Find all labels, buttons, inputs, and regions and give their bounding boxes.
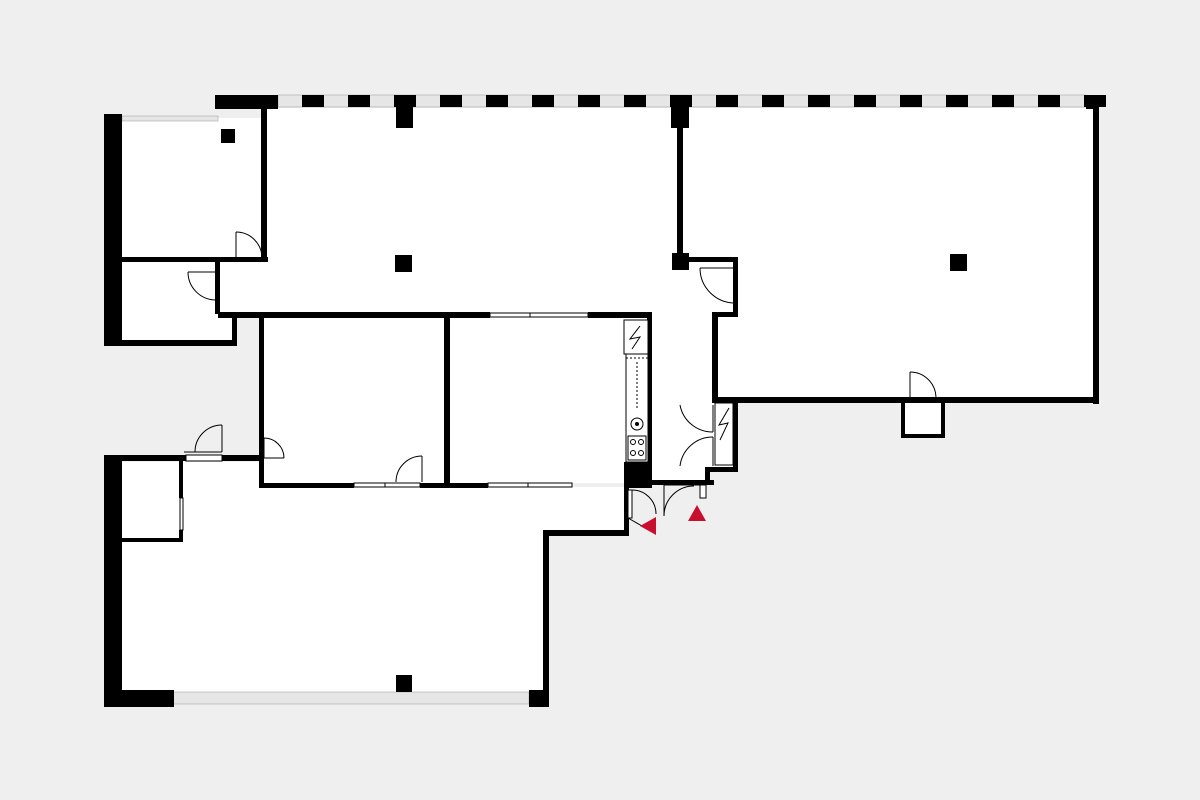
wall-left-top-bottom — [104, 340, 236, 346]
doors — [184, 231, 937, 527]
wall-entry-right3 — [705, 467, 710, 485]
wall-tl-entry — [215, 95, 267, 109]
kitchen — [450, 317, 648, 483]
wall-middle-bottom — [259, 483, 354, 488]
wall-closet-bl-bottom — [118, 538, 183, 542]
wall-entry-left-jamb — [624, 485, 629, 530]
corridor-upper — [218, 108, 735, 485]
wall-right-top-inner — [683, 257, 738, 262]
walls — [104, 95, 1099, 707]
wall-tl-right — [261, 108, 267, 262]
column — [221, 129, 235, 143]
wall-middle-bottom2 — [420, 483, 488, 488]
wall-bottom-step-horizontal — [543, 530, 629, 536]
window-mullion — [624, 95, 646, 107]
window-mullion — [762, 95, 784, 107]
door-middle-bottom — [395, 455, 423, 483]
wall-right-inner-step — [712, 312, 738, 317]
sliding-doors — [179, 312, 589, 531]
sink-icon — [630, 417, 644, 431]
floor-areas — [118, 108, 1095, 693]
electrical-panel-icon — [714, 402, 734, 466]
door-storage — [187, 271, 217, 301]
wall-storage-right — [215, 262, 220, 314]
wall-kitchen-right — [647, 312, 652, 488]
entrance-markers — [640, 505, 706, 535]
wall-middle-top — [218, 312, 490, 318]
sliding-door-kitchen-bottom — [487, 482, 573, 488]
window-mullion — [716, 95, 738, 107]
wall-entry-bottom — [624, 480, 714, 485]
door-top-left-room — [235, 231, 263, 259]
wall-entry-right — [733, 400, 738, 470]
wall-bl-top — [104, 455, 186, 461]
window-mullion — [486, 95, 508, 107]
electrical-panel-icon — [623, 319, 649, 355]
sliding-door-closet-bl — [179, 497, 184, 531]
window-mullion — [854, 95, 876, 107]
sliding-door-middle-bottom — [353, 482, 421, 488]
window-mullion — [394, 95, 416, 107]
window-mullion — [348, 95, 370, 107]
wall-storage-right2 — [232, 314, 237, 346]
room-small-closet — [904, 400, 942, 434]
window-mullion — [578, 95, 600, 107]
room-bottom-left — [118, 462, 626, 693]
wall-right-inner-left — [712, 312, 718, 403]
entrance-marker-up — [688, 505, 706, 521]
window-left-top — [121, 115, 219, 122]
window-mullion — [900, 95, 922, 107]
wall-left-bottom — [104, 455, 122, 707]
wall-closet-bl-right — [179, 458, 183, 498]
door-entrance-left — [627, 489, 657, 527]
wall-tl-bottom — [118, 257, 268, 262]
room-top-left — [118, 118, 262, 258]
column — [950, 254, 967, 271]
door-entrance-right — [663, 484, 707, 517]
wall-right-outer — [1093, 95, 1099, 404]
window-mullion — [440, 95, 462, 107]
wall-left-top — [104, 114, 122, 346]
sliding-door-kitchen-top — [489, 312, 589, 318]
wall-entry-right2 — [705, 467, 738, 472]
wall-middle-top-right — [588, 312, 652, 318]
wall-right-bottom — [713, 397, 1099, 403]
window-mullion — [1038, 95, 1060, 107]
window-bottom — [172, 691, 530, 705]
wall-closet-bottom — [901, 434, 945, 438]
door-bottom-left-room — [184, 424, 223, 453]
window-mullion — [302, 95, 324, 107]
sliding-door-bl-top — [185, 454, 223, 462]
window-mullion — [532, 95, 554, 107]
room-middle-left — [262, 317, 444, 483]
window-mullion — [946, 95, 968, 107]
window-mullion — [670, 95, 692, 107]
door-closet-right — [909, 371, 937, 398]
window-mullions — [302, 95, 1106, 107]
window-mullion — [808, 95, 830, 107]
window-mullion — [992, 95, 1014, 107]
wall-middle-divider — [444, 316, 450, 488]
wall-bl-top2 — [222, 455, 264, 461]
door-right-room — [699, 265, 736, 305]
kitchen-fixtures — [623, 319, 734, 466]
door-middle-left-room — [263, 437, 285, 459]
room-top-right — [680, 108, 1095, 398]
wall-left-bottom-corner — [104, 690, 174, 707]
room-left-storage — [118, 262, 236, 340]
stove-icon — [627, 435, 647, 461]
wall-bottom-step-vertical — [543, 530, 549, 706]
wall-divider-top — [677, 108, 683, 258]
entrance-marker-left — [640, 517, 656, 535]
wall-middle-left — [259, 312, 264, 488]
column — [396, 675, 412, 692]
column — [395, 255, 412, 272]
wall-closet-bl-right2 — [179, 530, 183, 542]
door-double-entry — [679, 404, 714, 467]
column — [396, 106, 413, 128]
wall-closet-left — [901, 400, 905, 438]
wall-closet-right — [941, 400, 945, 438]
